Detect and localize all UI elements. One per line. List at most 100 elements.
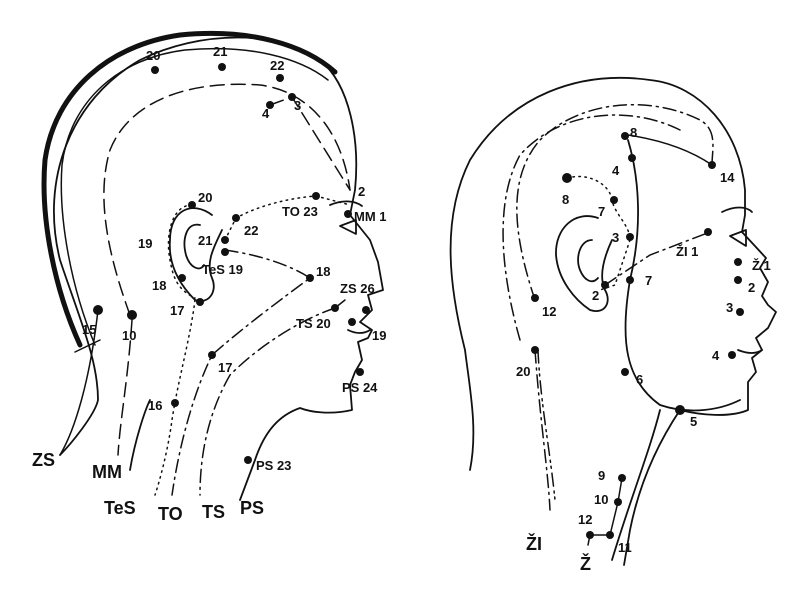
point-label: 21 xyxy=(198,233,212,248)
point-dot xyxy=(704,228,712,236)
point-dot xyxy=(344,210,352,218)
point-label: 4 xyxy=(262,106,270,121)
zi-meridian-line xyxy=(534,349,551,511)
point-label: 10 xyxy=(594,492,608,507)
left-ear-inner xyxy=(183,223,205,270)
point-label: 7 xyxy=(645,273,652,288)
right-head-figure xyxy=(449,76,777,566)
meridian-label-zi: ŽI xyxy=(526,533,542,554)
point-dot xyxy=(218,63,226,71)
point-label: Ž 1 xyxy=(752,258,771,273)
point-label: 20 xyxy=(516,364,530,379)
point-dot xyxy=(626,276,634,284)
ts-meridian-line xyxy=(199,307,336,496)
meridian-label-zs: ZS xyxy=(32,450,55,470)
point-label: 12 xyxy=(542,304,556,319)
point-dot xyxy=(306,274,314,282)
point-label: 11 xyxy=(618,540,632,555)
right-meridian-down xyxy=(599,239,631,291)
right-branch-14 xyxy=(627,134,713,166)
point-dot xyxy=(127,310,137,320)
point-label: 3 xyxy=(726,300,733,315)
point-label: 22 xyxy=(270,58,284,73)
point-label: 2 xyxy=(748,280,755,295)
point-label: 21 xyxy=(213,44,227,59)
to-meridian-line xyxy=(171,249,312,496)
meridian-label-to: TO xyxy=(158,504,183,524)
point-dot xyxy=(708,161,716,169)
point-dot xyxy=(188,201,196,209)
right-eyebrow xyxy=(721,206,753,213)
point-dot xyxy=(208,351,216,359)
point-dot xyxy=(288,93,296,101)
point-dot xyxy=(266,101,274,109)
point-label: 17 xyxy=(218,360,232,375)
point-dot xyxy=(531,294,539,302)
point-label: TO 23 xyxy=(282,204,318,219)
point-dot xyxy=(606,531,614,539)
right-meridian-arc-inner xyxy=(537,349,556,501)
point-label: 8 xyxy=(630,125,637,140)
point-dot xyxy=(621,368,629,376)
point-dot xyxy=(531,346,539,354)
zs-meridian-band xyxy=(41,30,338,348)
point-label: 8 xyxy=(562,192,569,207)
zi-upper-line xyxy=(604,231,711,286)
left-eye xyxy=(339,219,357,235)
point-label: 4 xyxy=(612,163,620,178)
point-dot xyxy=(728,351,736,359)
point-dot xyxy=(601,281,609,289)
point-dot xyxy=(736,308,744,316)
point-label: 10 xyxy=(122,328,136,343)
point-label: 4 xyxy=(712,348,720,363)
point-label: PS 24 xyxy=(342,380,378,395)
to-meridian-upper xyxy=(224,195,351,241)
point-label: 15 xyxy=(82,322,96,337)
point-label: TeS 19 xyxy=(202,262,243,277)
point-label: ZS 26 xyxy=(340,281,375,296)
right-labels: 8 4 14 8 7 3 ŽI 1 Ž 1 2 7 2 3 4 12 20 6 … xyxy=(516,125,771,574)
point-label: 14 xyxy=(720,170,735,185)
right-mouth xyxy=(737,349,763,354)
point-dot xyxy=(312,192,320,200)
point-label: TS 20 xyxy=(296,316,331,331)
right-acupoints xyxy=(531,132,744,539)
point-label: ŽI 1 xyxy=(676,244,698,259)
meridian-label-ts: TS xyxy=(202,502,225,522)
upper-branch-line xyxy=(269,96,351,191)
point-label: 9 xyxy=(598,468,605,483)
left-labels: 20 21 22 4 3 15 10 2 TO 23 MM 1 20 19 21… xyxy=(32,44,387,524)
point-dot xyxy=(244,456,252,464)
zs-meridian-end xyxy=(74,339,101,353)
point-label: 19 xyxy=(372,328,386,343)
left-head-figure xyxy=(41,30,384,501)
point-label: MM 1 xyxy=(354,209,387,224)
point-label: 22 xyxy=(244,223,258,238)
point-dot xyxy=(618,474,626,482)
right-ear-inner xyxy=(577,239,599,283)
point-dot xyxy=(232,214,240,222)
point-dot xyxy=(276,74,284,82)
point-dot xyxy=(614,498,622,506)
point-dot xyxy=(628,154,636,162)
right-eye xyxy=(729,229,747,247)
point-label: 3 xyxy=(612,230,619,245)
point-dot xyxy=(734,276,742,284)
point-dot xyxy=(151,66,159,74)
point-dot xyxy=(675,405,685,415)
point-dot xyxy=(356,368,364,376)
left-mouth xyxy=(347,329,371,334)
point-dot xyxy=(621,132,629,140)
point-dot xyxy=(586,531,594,539)
point-label: 5 xyxy=(690,414,697,429)
right-meridian-arc-mid xyxy=(502,114,681,341)
meridian-label-mm: MM xyxy=(92,462,122,482)
point-label: 2 xyxy=(358,184,365,199)
mm-meridian-line xyxy=(103,83,351,316)
meridian-label-ps: PS xyxy=(240,498,264,518)
zs-meridian-band-inner xyxy=(60,47,329,346)
zs-meridian-lower xyxy=(59,309,99,456)
meridian-label-tes: TeS xyxy=(104,498,136,518)
